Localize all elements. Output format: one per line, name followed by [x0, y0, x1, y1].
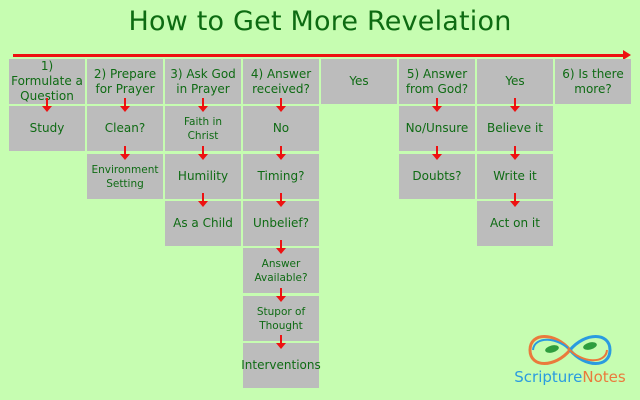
down-arrow-icon	[42, 98, 52, 112]
scripturenotes-logo: ScriptureNotes	[510, 330, 630, 390]
infinity-leaf-icon	[528, 335, 612, 365]
down-arrow-icon	[198, 193, 208, 207]
step-header-box: 5) Answer from God?	[399, 59, 475, 104]
step-header-box: Yes	[477, 59, 553, 104]
step-box: Doubts?	[399, 154, 475, 199]
step-box: Timing?	[243, 154, 319, 199]
step-box: Interventions	[241, 343, 321, 388]
down-arrow-icon	[432, 98, 442, 112]
down-arrow-icon	[198, 98, 208, 112]
down-arrow-icon	[120, 146, 130, 160]
page-title: How to Get More Revelation	[128, 6, 512, 37]
step-box: Believe it	[477, 106, 553, 151]
down-arrow-icon	[276, 240, 286, 254]
step-box: Humility	[165, 154, 241, 199]
step-box: Stupor of Thought	[243, 296, 319, 341]
down-arrow-icon	[510, 98, 520, 112]
step-box: As a Child	[165, 201, 241, 246]
down-arrow-icon	[276, 146, 286, 160]
down-arrow-icon	[276, 98, 286, 112]
step-box: No/Unsure	[399, 106, 475, 151]
step-header-box: 3) Ask God in Prayer	[165, 59, 241, 104]
step-box: Act on it	[477, 201, 553, 246]
timeline-arrow-line	[13, 54, 625, 57]
step-header-box: 4) Answer received?	[243, 59, 319, 104]
step-header-box: Yes	[321, 59, 397, 104]
down-arrow-icon	[510, 193, 520, 207]
down-arrow-icon	[276, 288, 286, 302]
down-arrow-icon	[432, 146, 442, 160]
step-header-box: 6) Is there more?	[555, 59, 631, 104]
step-header-box: 1) Formulate a Question	[9, 59, 85, 104]
step-box: Environment Setting	[87, 154, 163, 199]
step-box: Unbelief?	[243, 201, 319, 246]
step-box: Clean?	[87, 106, 163, 151]
step-box: No	[243, 106, 319, 151]
down-arrow-icon	[120, 98, 130, 112]
down-arrow-icon	[198, 146, 208, 160]
step-box: Study	[9, 106, 85, 151]
down-arrow-icon	[510, 146, 520, 160]
logo-text: ScriptureNotes	[514, 368, 626, 386]
timeline-arrowhead-icon	[623, 50, 631, 60]
down-arrow-icon	[276, 193, 286, 207]
down-arrow-icon	[276, 335, 286, 349]
step-box: Write it	[477, 154, 553, 199]
step-header-box: 2) Prepare for Prayer	[87, 59, 163, 104]
step-box: Answer Available?	[243, 248, 319, 293]
step-box: Faith in Christ	[165, 106, 241, 151]
